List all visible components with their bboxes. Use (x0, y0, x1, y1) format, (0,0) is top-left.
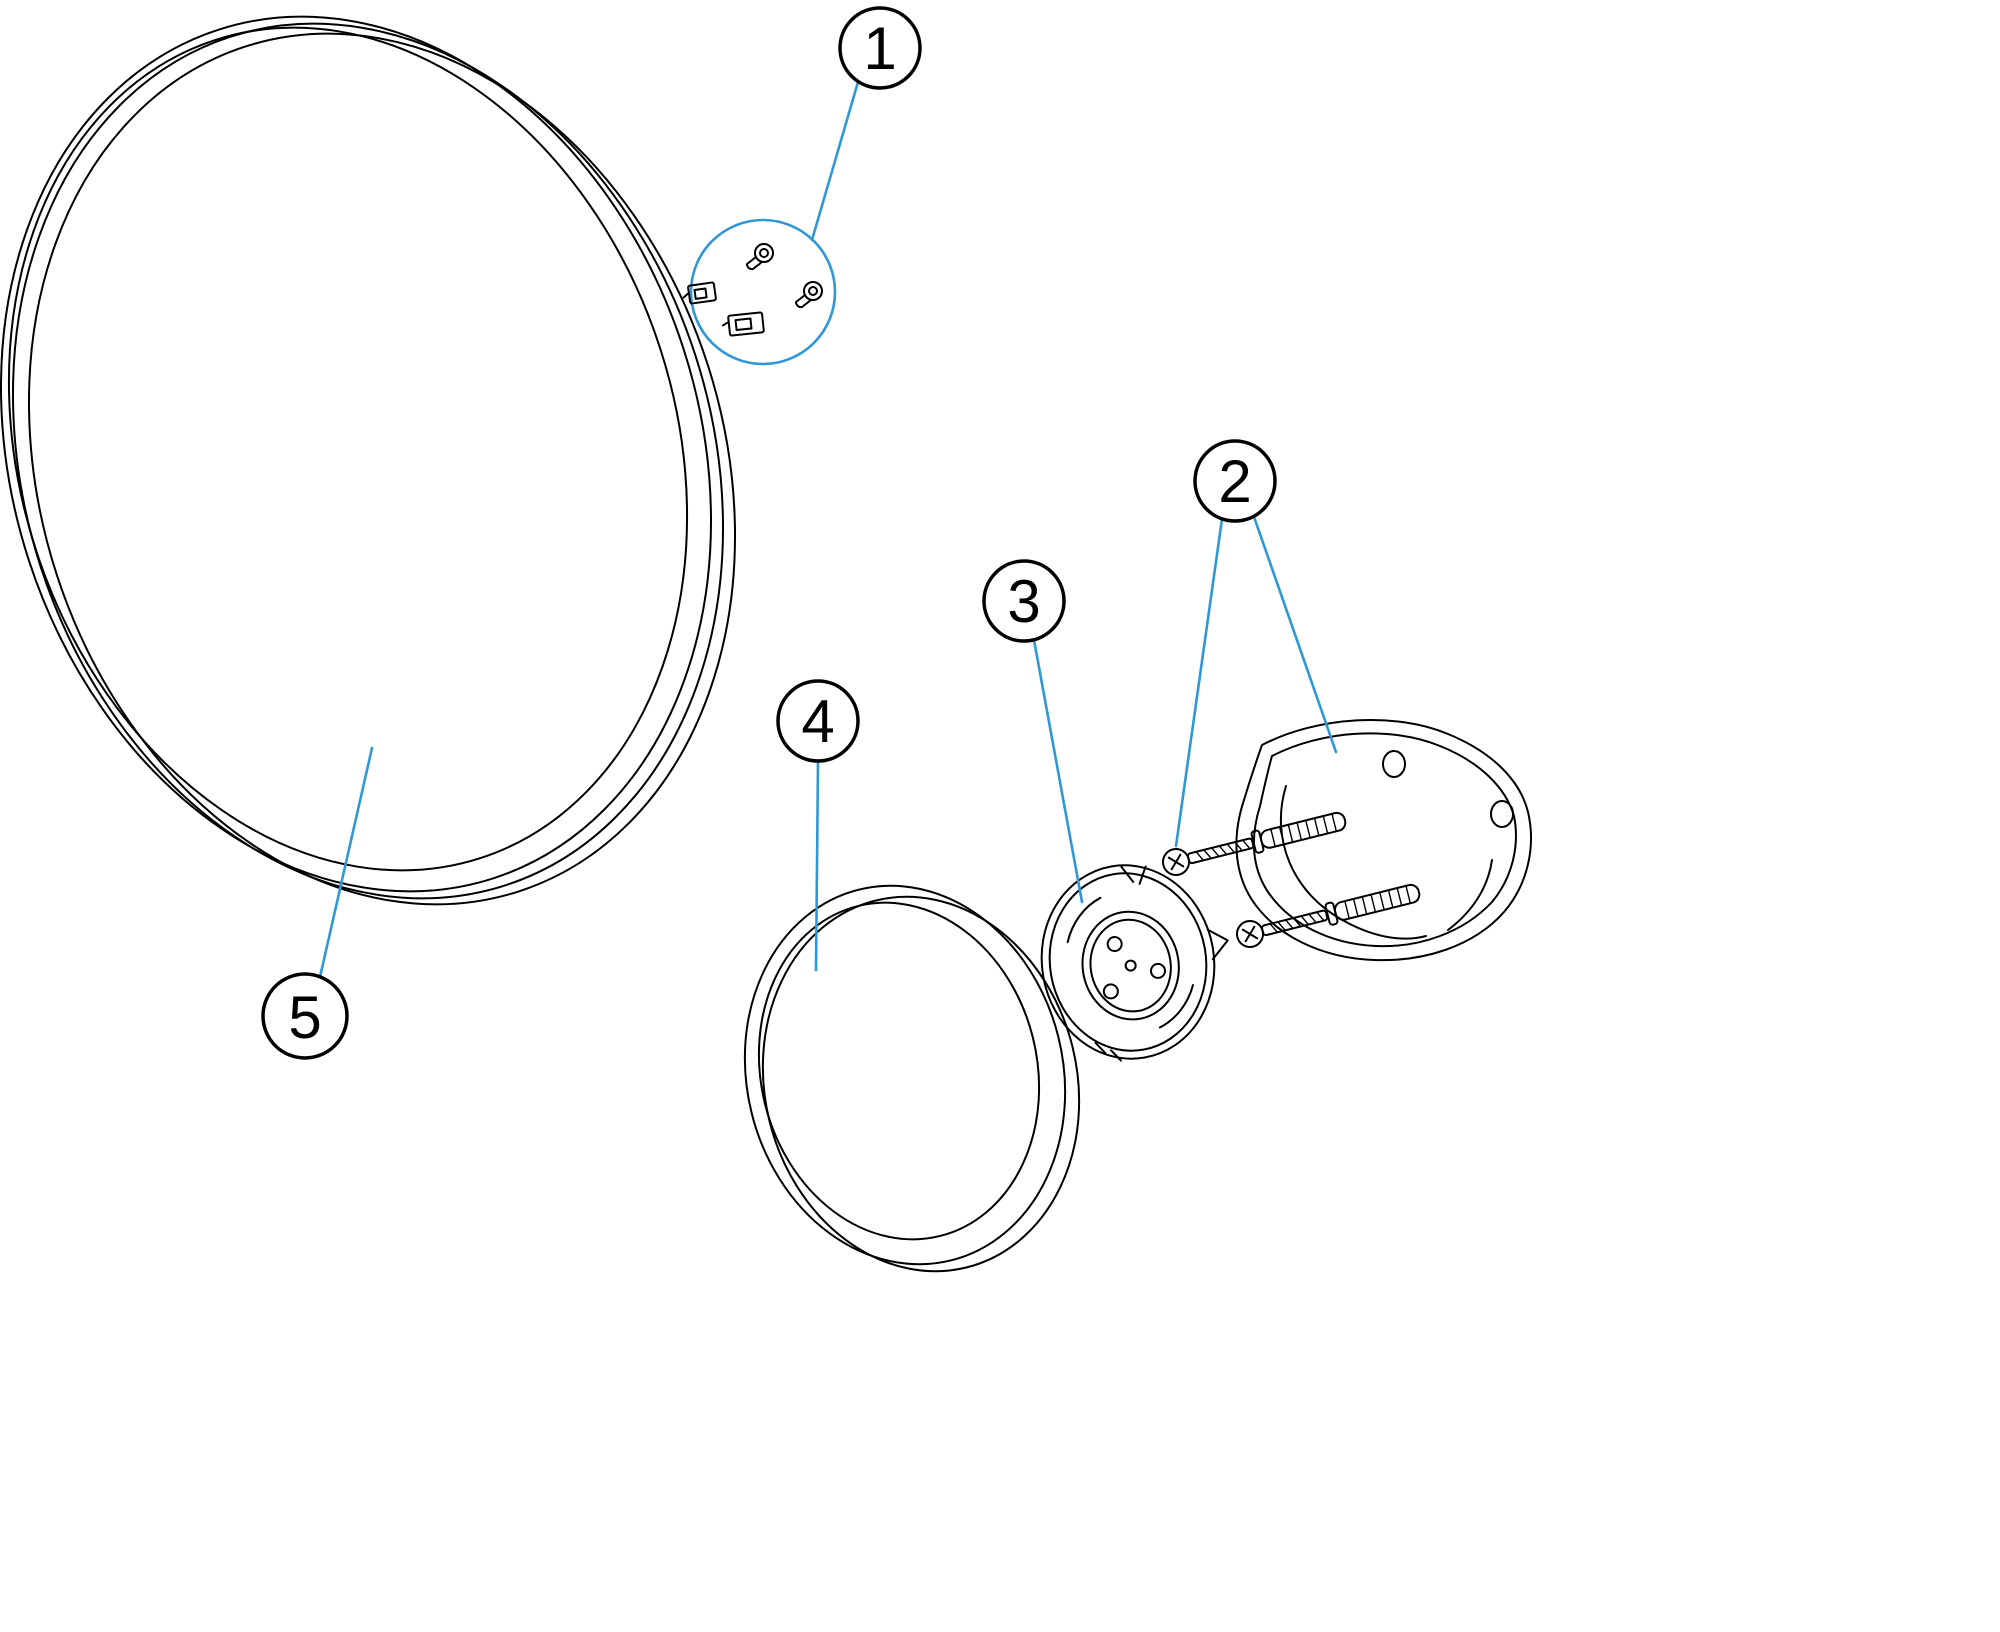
bracket-mount-hole (1490, 800, 1514, 828)
bracket-outer-shell (1235, 719, 1532, 962)
bracket-inner-ridge (1447, 859, 1493, 931)
callout-4-circle (776, 679, 860, 763)
callout-1-circle (838, 6, 922, 90)
callout-3-leader (1032, 638, 1084, 904)
housing-face-bevel (757, 901, 1041, 1241)
callout-4-leader (814, 759, 820, 972)
mirror-face-bevel (7, 26, 689, 872)
mounting-clip (722, 311, 765, 337)
hardware-highlight-circle (689, 218, 837, 366)
plate-inner-ring-2 (1089, 918, 1172, 1013)
callout-2-number: 2 (1218, 448, 1251, 515)
callout-3-number: 3 (1007, 568, 1040, 635)
plate-screw-hole (1102, 983, 1119, 1000)
callout-3: 3 (982, 559, 1066, 643)
rivet-screw (795, 281, 823, 309)
hardware-kit-drawing (682, 218, 837, 366)
callout-2-circle (1193, 439, 1277, 523)
bracket-inner-rim (1252, 732, 1517, 948)
rivet-screw (746, 243, 774, 271)
callout-1-leader (810, 80, 860, 242)
callout-5-circle (261, 972, 349, 1060)
screw-anchor-assembly-upper (1159, 806, 1349, 879)
housing-front-edge (743, 884, 1067, 1266)
callout-4-number: 4 (801, 688, 834, 755)
callout-2-leader-b (1251, 512, 1338, 754)
callout-5: 5 (261, 972, 349, 1060)
callout-5-number: 5 (288, 984, 321, 1051)
callout-2-leader-a (1174, 517, 1224, 848)
callout-2: 2 (1193, 439, 1277, 523)
mounting-plate-drawing (1040, 864, 1229, 1062)
plate-inner-ring (1081, 910, 1180, 1021)
mounting-clip (682, 281, 717, 305)
large-mirror-drawing (0, 15, 737, 906)
mirror-rim-groove (11, 22, 725, 900)
small-mirror-drawing (743, 884, 1081, 1273)
mirror-front-edge (0, 15, 713, 893)
callout-3-circle (982, 559, 1066, 643)
plate-bayonet-slot (1066, 896, 1102, 944)
callout-5-leader (318, 746, 374, 979)
plate-screw-hole (1106, 936, 1123, 953)
plate-bottom-slot (1094, 1041, 1123, 1062)
mirror-back-edge (27, 32, 737, 906)
plate-rim (1048, 872, 1208, 1052)
callout-1-number: 1 (863, 15, 896, 82)
callout-4: 4 (776, 679, 860, 763)
plate-bayonet-slot (1158, 984, 1194, 1029)
plate-screw-hole (1150, 962, 1167, 979)
plate-center-hole (1124, 959, 1137, 972)
plate-side-hook (1206, 928, 1229, 961)
plate-top-notch (1120, 865, 1147, 885)
plate-outer-edge (1040, 864, 1216, 1060)
callout-1: 1 (838, 6, 922, 90)
bracket-mount-hole (1382, 750, 1406, 778)
